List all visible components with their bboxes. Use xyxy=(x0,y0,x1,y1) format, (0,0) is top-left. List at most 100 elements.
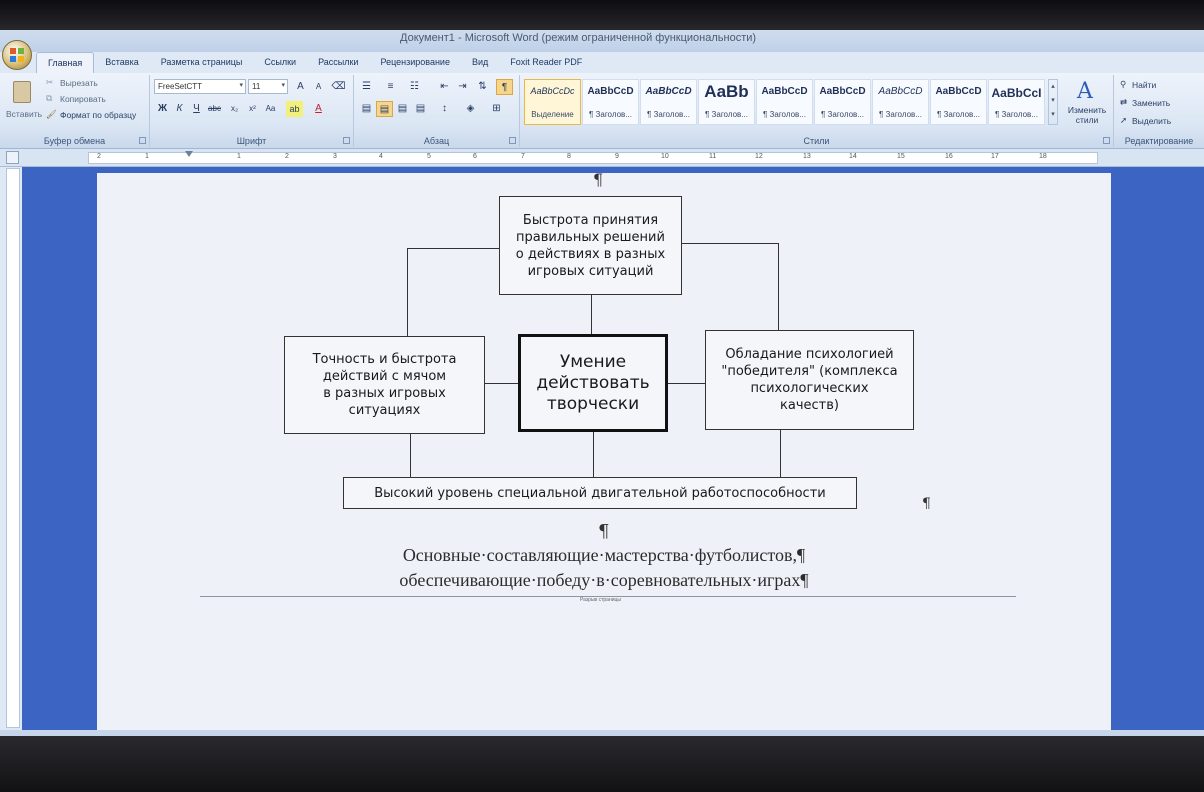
vertical-ruler[interactable] xyxy=(6,168,20,728)
change-styles-button[interactable]: A Изменить стили xyxy=(1062,79,1112,127)
ruler-number: 7 xyxy=(521,153,525,160)
clear-formatting-icon[interactable]: ⌫ xyxy=(331,81,346,92)
styles-scroll-icon[interactable]: ▴▾▾ xyxy=(1048,79,1058,125)
status-bar xyxy=(0,730,1204,738)
tab-review[interactable]: Рецензирование xyxy=(380,57,450,67)
format-painter-button[interactable]: 🖌 Формат по образцу xyxy=(46,109,150,123)
diagram-box-ball-accuracy[interactable]: Точность и быстрота действий с мячом в р… xyxy=(284,336,485,434)
tab-selector-icon[interactable] xyxy=(6,151,19,164)
font-dialog-launcher[interactable] xyxy=(343,137,350,144)
sort-icon[interactable]: ⇅ xyxy=(478,81,487,92)
borders-icon[interactable]: ⊞ xyxy=(492,103,501,114)
style-tile-heading[interactable]: AaBbCcD ¶ Заголов... xyxy=(872,79,929,125)
word-window: Документ1 - Microsoft Word (режим ограни… xyxy=(0,30,1204,738)
ribbon-tabs: Главная Вставка Разметка страницы Ссылки… xyxy=(36,52,593,74)
paragraph-group-label: Абзац xyxy=(423,136,450,146)
style-tile-heading[interactable]: AaBb ¶ Заголов... xyxy=(698,79,755,125)
multilevel-list-icon[interactable]: ☷ xyxy=(410,81,419,92)
paste-button[interactable]: Вставить xyxy=(6,79,42,127)
connector-line xyxy=(593,431,594,477)
show-formatting-marks-icon[interactable]: ¶ xyxy=(496,79,513,95)
tab-insert[interactable]: Вставка xyxy=(105,57,139,67)
font-size-combo[interactable]: 11 ▾ xyxy=(248,79,288,94)
style-tile-heading[interactable]: AaBbCcD ¶ Заголов... xyxy=(814,79,871,125)
scissors-icon: ✂ xyxy=(46,77,54,87)
tab-references[interactable]: Ссылки xyxy=(264,57,297,67)
office-button[interactable] xyxy=(2,40,32,70)
replace-button[interactable]: ⇄ Заменить xyxy=(1120,97,1200,111)
office-logo-icon xyxy=(10,48,25,63)
connector-line xyxy=(591,295,592,365)
ribbon: Вставить ✂ Вырезать ⧉ Копировать 🖌 Форма… xyxy=(0,73,1204,149)
align-center-icon[interactable]: ▤ xyxy=(376,101,393,117)
strikethrough-icon[interactable]: abc xyxy=(208,104,221,113)
monitor-bezel-bottom xyxy=(0,736,1204,792)
diagram-box-creative-action[interactable]: Умение действовать творчески xyxy=(518,334,668,432)
paragraph-mark: ¶ xyxy=(922,496,931,512)
font-group-label: Шрифт xyxy=(236,136,267,146)
connector-line xyxy=(778,243,779,361)
copy-icon: ⧉ xyxy=(46,93,53,103)
justify-icon[interactable]: ▤ xyxy=(415,103,426,114)
superscript-icon[interactable]: x² xyxy=(249,104,256,113)
tab-page-layout[interactable]: Разметка страницы xyxy=(160,57,243,67)
style-preview: AaBbCcDc xyxy=(530,86,575,96)
ruler-number: 8 xyxy=(567,153,571,160)
select-label: Выделить xyxy=(1132,116,1172,126)
style-name: ¶ Заголов... xyxy=(705,110,748,119)
tab-foxit-reader-pdf[interactable]: Foxit Reader PDF xyxy=(510,57,583,67)
tab-view[interactable]: Вид xyxy=(471,57,489,67)
highlight-icon[interactable]: ab xyxy=(286,101,303,117)
indent-marker-icon[interactable] xyxy=(185,151,193,157)
styles-dialog-launcher[interactable] xyxy=(1103,137,1110,144)
grow-font-icon[interactable]: A xyxy=(297,81,304,92)
line-spacing-icon[interactable]: ↕ xyxy=(442,103,447,114)
copy-button[interactable]: ⧉ Копировать xyxy=(46,93,146,107)
style-name: ¶ Заголов... xyxy=(647,110,690,119)
title-bar: Документ1 - Microsoft Word (режим ограни… xyxy=(0,30,1204,52)
style-name: ¶ Заголов... xyxy=(995,110,1038,119)
diagram-box-decision-speed[interactable]: Быстрота принятия правильных решений о д… xyxy=(499,196,682,295)
select-button[interactable]: ➚ Выделить xyxy=(1120,115,1200,129)
style-tile-heading[interactable]: AaBbCcD ¶ Заголов... xyxy=(640,79,697,125)
paintbrush-icon: 🖌 xyxy=(46,109,57,119)
paragraph-mark: ¶ xyxy=(598,521,610,542)
align-right-icon[interactable]: ▤ xyxy=(397,103,408,114)
subscript-icon[interactable]: x₂ xyxy=(230,104,239,113)
style-preview: AaBbCcD xyxy=(935,86,982,97)
bold-icon[interactable]: Ж xyxy=(157,103,168,114)
underline-icon[interactable]: Ч xyxy=(193,103,200,114)
tab-home[interactable]: Главная xyxy=(36,52,95,74)
diagram-box-text: Точность и быстрота действий с мячом в р… xyxy=(312,352,457,418)
font-color-icon[interactable]: A xyxy=(315,103,322,114)
tab-mailings[interactable]: Рассылки xyxy=(318,57,359,67)
font-name-combo[interactable]: FreeSetCTT ▾ xyxy=(154,79,246,94)
binoculars-icon: ⚲ xyxy=(1120,79,1127,89)
find-button[interactable]: ⚲ Найти xyxy=(1120,79,1200,93)
diagram-box-motor-performance[interactable]: Высокий уровень специальной двигательной… xyxy=(343,477,857,509)
style-preview: AaBbCcI xyxy=(991,86,1042,100)
style-tile-heading[interactable]: AaBbCcD ¶ Заголов... xyxy=(756,79,813,125)
shading-icon[interactable]: ◈ xyxy=(466,103,475,114)
horizontal-ruler[interactable]: 2 1 1 2 3 4 5 6 7 8 9 10 11 12 13 14 15 … xyxy=(0,149,1204,167)
clipboard-dialog-launcher[interactable] xyxy=(139,137,146,144)
bullets-icon[interactable]: ☰ xyxy=(362,81,371,92)
decrease-indent-icon[interactable]: ⇤ xyxy=(440,81,449,92)
align-left-icon[interactable]: ▤ xyxy=(361,103,372,114)
style-tile-heading[interactable]: AaBbCcD ¶ Заголов... xyxy=(930,79,987,125)
style-tile-heading[interactable]: AaBbCcD ¶ Заголов... xyxy=(582,79,639,125)
style-preview: AaBbCcD xyxy=(645,86,692,97)
change-case-icon[interactable]: Aa xyxy=(265,104,276,113)
cut-button[interactable]: ✂ Вырезать xyxy=(46,77,146,91)
connector-line xyxy=(407,248,500,249)
italic-icon[interactable]: К xyxy=(176,103,183,114)
increase-indent-icon[interactable]: ⇥ xyxy=(458,81,467,92)
ruler-number: 13 xyxy=(803,153,811,160)
diagram-box-text: Высокий уровень специальной двигательной… xyxy=(374,485,826,501)
shrink-font-icon[interactable]: A xyxy=(315,82,322,91)
numbering-icon[interactable]: ≡ xyxy=(387,81,394,92)
diagram-box-winner-psychology[interactable]: Обладание психологией "победителя" (комп… xyxy=(705,330,914,430)
style-tile-emphasis[interactable]: AaBbCcDc Выделение xyxy=(524,79,581,125)
style-tile-heading[interactable]: AaBbCcI ¶ Заголов... xyxy=(988,79,1045,125)
paragraph-dialog-launcher[interactable] xyxy=(509,137,516,144)
